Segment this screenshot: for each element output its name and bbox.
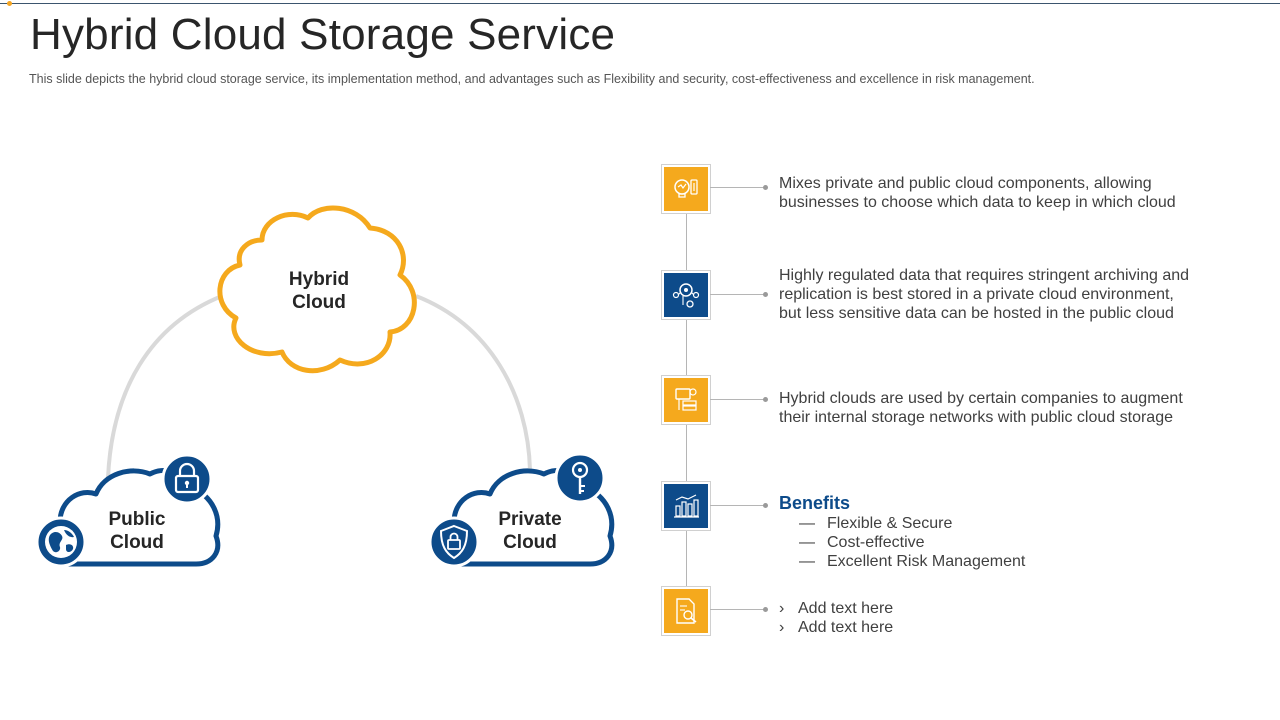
add-text-2: Add text here <box>798 619 894 636</box>
connector-1 <box>710 185 768 190</box>
slide-title: Hybrid Cloud Storage Service <box>30 10 616 59</box>
benefit-text-3: Excellent Risk Management <box>827 553 1026 570</box>
lock-icon <box>161 453 213 505</box>
point-3-line1: Hybrid clouds are used by certain compan… <box>779 390 1183 407</box>
add-text-1: Add text here <box>798 600 894 617</box>
benefit-item-1: — Flexible & Secure <box>779 514 1025 533</box>
private-cloud-label-line1: Private <box>498 509 562 530</box>
benefit-text-1: Flexible & Secure <box>827 515 953 532</box>
point-1-text: Mixes private and public cloud component… <box>779 174 1176 212</box>
point-2-line2: replication is best stored in a private … <box>779 286 1174 303</box>
slide-subtitle: This slide depicts the hybrid cloud stor… <box>29 72 1035 86</box>
benefit-item-3: — Excellent Risk Management <box>779 552 1025 571</box>
connector-5 <box>710 607 768 612</box>
benefit-text-2: Cost-effective <box>827 534 925 551</box>
benefit-item-2: — Cost-effective <box>779 533 1025 552</box>
point-1-line2: businesses to choose which data to keep … <box>779 194 1176 211</box>
point-2-text: Highly regulated data that requires stri… <box>779 266 1189 323</box>
bar-chart-icon <box>664 484 708 528</box>
public-cloud-label-line1: Public <box>108 509 166 530</box>
dash-bullet: — <box>799 553 815 570</box>
hybrid-cloud-label-line1: Hybrid <box>288 269 350 290</box>
point-2-line3: but less sensitive data can be hosted in… <box>779 305 1174 322</box>
storage-network-icon <box>664 378 708 422</box>
connector-3 <box>710 397 768 402</box>
point-2-line1: Highly regulated data that requires stri… <box>779 267 1190 284</box>
add-text-item-2: › Add text here <box>779 618 893 637</box>
point-3-line2: their internal storage networks with pub… <box>779 409 1173 426</box>
private-cloud-label: Private Cloud <box>480 508 580 554</box>
hybrid-cloud-label: Hybrid Cloud <box>269 268 369 314</box>
network-settings-icon <box>664 273 708 317</box>
dash-bullet: — <box>799 515 815 532</box>
idea-icon <box>664 167 708 211</box>
dash-bullet: — <box>799 534 815 551</box>
benefits-title: Benefits <box>779 493 851 513</box>
public-cloud-label: Public Cloud <box>87 508 187 554</box>
top-rule <box>0 3 1280 4</box>
chevron-bullet: › <box>779 619 785 636</box>
benefits-block: Benefits — Flexible & Secure — Cost-effect… <box>779 492 1025 571</box>
right-arc <box>415 294 532 471</box>
hybrid-cloud-shape <box>217 205 417 374</box>
chevron-bullet: › <box>779 600 785 617</box>
add-text-block: › Add text here › Add text here <box>779 599 893 637</box>
connector-2 <box>710 292 768 297</box>
hybrid-cloud-label-line2: Cloud <box>292 292 346 313</box>
add-text-item-1: › Add text here <box>779 599 893 618</box>
shield-lock-icon <box>428 516 480 568</box>
private-cloud-label-line2: Cloud <box>503 532 557 553</box>
connector-4 <box>710 503 768 508</box>
left-arc <box>106 294 223 479</box>
globe-icon <box>35 516 87 568</box>
point-3-text: Hybrid clouds are used by certain compan… <box>779 389 1183 427</box>
public-cloud-label-line2: Cloud <box>110 532 164 553</box>
top-rule-dot <box>7 1 12 6</box>
document-search-icon <box>664 589 708 633</box>
key-icon <box>554 452 606 504</box>
point-1-line1: Mixes private and public cloud component… <box>779 175 1152 192</box>
